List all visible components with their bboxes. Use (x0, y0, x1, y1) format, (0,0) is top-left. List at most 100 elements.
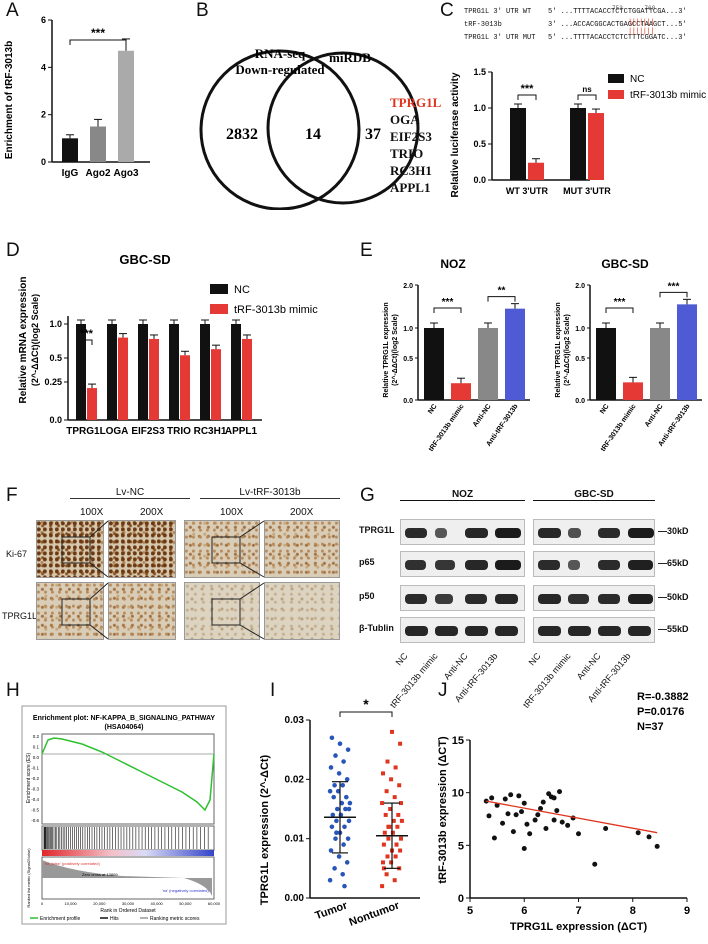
stat-label: N=37 (637, 721, 664, 733)
data-point (341, 842, 346, 847)
legend-label: Ranking metric scores (150, 916, 200, 922)
y-tick-label: 6 (41, 15, 46, 25)
venn-set1-label-l2: Down-regulated (235, 62, 325, 77)
venn-circle-mirdb (266, 51, 420, 205)
x-tick-label: EIF2S3 (131, 426, 165, 437)
sequence-row: TPRG1L 3' UTR WT 5' ...TTTTACACCTCTCTGGA… (464, 8, 687, 16)
data-point (393, 765, 398, 770)
x-tick-label: 40,000 (151, 901, 164, 906)
bar (138, 324, 148, 420)
protein-label: β-Tublin (359, 623, 394, 633)
data-point (519, 809, 525, 815)
data-point (654, 843, 660, 849)
data-point (565, 822, 571, 828)
legend-label: tRF-3013b mimic (234, 304, 318, 316)
y-tick-label: 0.25 (44, 377, 62, 387)
lane-label: Anti-NC (441, 651, 470, 682)
venn-count-left: 2832 (226, 126, 258, 143)
data-point (341, 759, 346, 764)
panel-letter: F (6, 485, 18, 506)
x-tick-label: 20,000 (93, 901, 106, 906)
zero-cross-label: Zero cross at 13809 (82, 872, 118, 877)
data-point (381, 866, 386, 871)
x-tick-label: 9 (684, 905, 690, 917)
data-point (540, 799, 546, 805)
data-point (393, 854, 398, 859)
neg-label: 'na' (negatively correlated) (162, 888, 209, 893)
data-point (646, 834, 652, 840)
mag-label: 200X (140, 507, 164, 518)
x-tick-label: 0 (41, 901, 44, 906)
data-point (390, 830, 395, 835)
y-tick-label: 0.5 (473, 139, 486, 149)
bar (650, 328, 670, 400)
sig-label: ns (582, 85, 592, 94)
data-point (508, 792, 514, 798)
panel-h: H Enrichment plot: NF-KAPPA_B_SIGNALING_… (0, 680, 236, 939)
protein-label: TPRG1L (359, 525, 395, 535)
legend-swatch (608, 74, 624, 83)
data-point (521, 845, 527, 851)
x-tick-label: 30,000 (122, 901, 135, 906)
x-tick-label: 8 (630, 905, 636, 917)
data-point (343, 806, 348, 812)
data-point (397, 783, 402, 788)
chart-title: NOZ (440, 257, 465, 271)
sig-bracket (339, 711, 393, 717)
x-tick-label: 6 (521, 905, 527, 917)
chart-title: GBC-SD (601, 257, 649, 271)
y-tick-label: -0.3 (31, 787, 39, 792)
y-tick-label: -0.6 (31, 818, 39, 823)
bar (424, 328, 444, 400)
data-point (516, 793, 522, 799)
rank-color-bar (42, 850, 214, 856)
data-point (327, 877, 333, 883)
data-point (395, 824, 400, 829)
sig-bracket (80, 339, 93, 345)
legend-label: tRF-3013b mimic (630, 90, 706, 101)
y-tick-label: -0.1 (31, 766, 39, 771)
x-tick-label: 7 (575, 905, 581, 917)
lane-label: Anti-NC (574, 651, 603, 682)
panel-letter: I (270, 680, 276, 701)
protein-band (465, 626, 489, 636)
panel-letter: E (360, 240, 373, 261)
data-point (557, 789, 563, 795)
data-point (603, 825, 609, 831)
y-axis-label: TPRG1L expression (2^-ΔCt) (259, 754, 271, 905)
kd-label: —65kD (658, 558, 689, 568)
protein-band (598, 528, 621, 538)
data-point (381, 771, 385, 776)
panel-letter: B (196, 0, 209, 21)
sig-label: *** (668, 281, 680, 292)
data-point (524, 821, 530, 827)
data-point (489, 795, 495, 801)
bar (451, 383, 471, 400)
legend-label: NC (234, 284, 250, 296)
blot-strip (533, 551, 655, 577)
y-tick-label: 0 (41, 157, 46, 167)
protein-band (628, 594, 653, 604)
data-point (527, 831, 533, 837)
sequence-row: TPRG1L 3' UTR MUT 5' ...TTTTACACCTCTCTTT… (464, 34, 687, 42)
y-tick-label: 0.01 (285, 834, 305, 845)
base-pair-marks: ||||||| (628, 19, 654, 27)
x-tick-label: 10,000 (65, 901, 78, 906)
panel-letter: J (438, 680, 448, 701)
data-point (388, 807, 393, 811)
data-point (347, 800, 353, 806)
gene-label: TPRG1L (390, 95, 442, 110)
bar (87, 388, 97, 420)
data-point (491, 835, 497, 841)
panel-f: F Lv-NC Lv-tRF-3013b 100X 200X 100X 200X… (0, 485, 355, 650)
sig-bracket (69, 39, 127, 45)
protein-band (495, 594, 519, 604)
row-label-ki67: Ki-67 (6, 549, 28, 559)
x-tick-label: Tumor (314, 899, 350, 922)
legend-swatch (210, 304, 228, 314)
legend-swatch (608, 90, 624, 99)
gene-label: RC3H1 (390, 163, 432, 178)
y-axis-label-l1: Relative mRNA expression (18, 277, 29, 404)
bar (118, 337, 128, 420)
